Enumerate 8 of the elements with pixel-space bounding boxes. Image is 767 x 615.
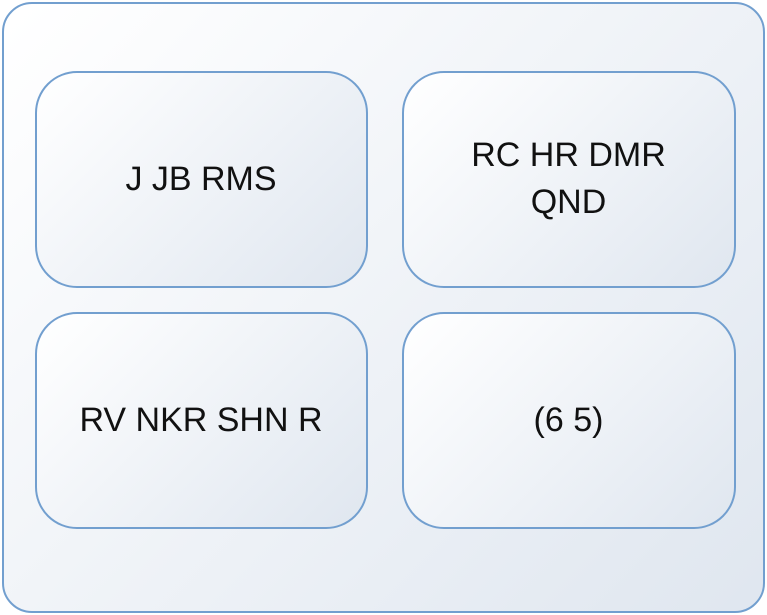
rounded-box [34, 70, 368, 288]
box-label: (6 5) [534, 400, 604, 441]
rounded-box [34, 312, 368, 528]
box-label: RC HR DMR QND [470, 135, 667, 223]
rounded-box [402, 70, 736, 288]
box-label: RV NKR SHN R [79, 400, 323, 441]
rounded-box [402, 312, 736, 528]
box-label: J JB RMS [125, 158, 277, 200]
